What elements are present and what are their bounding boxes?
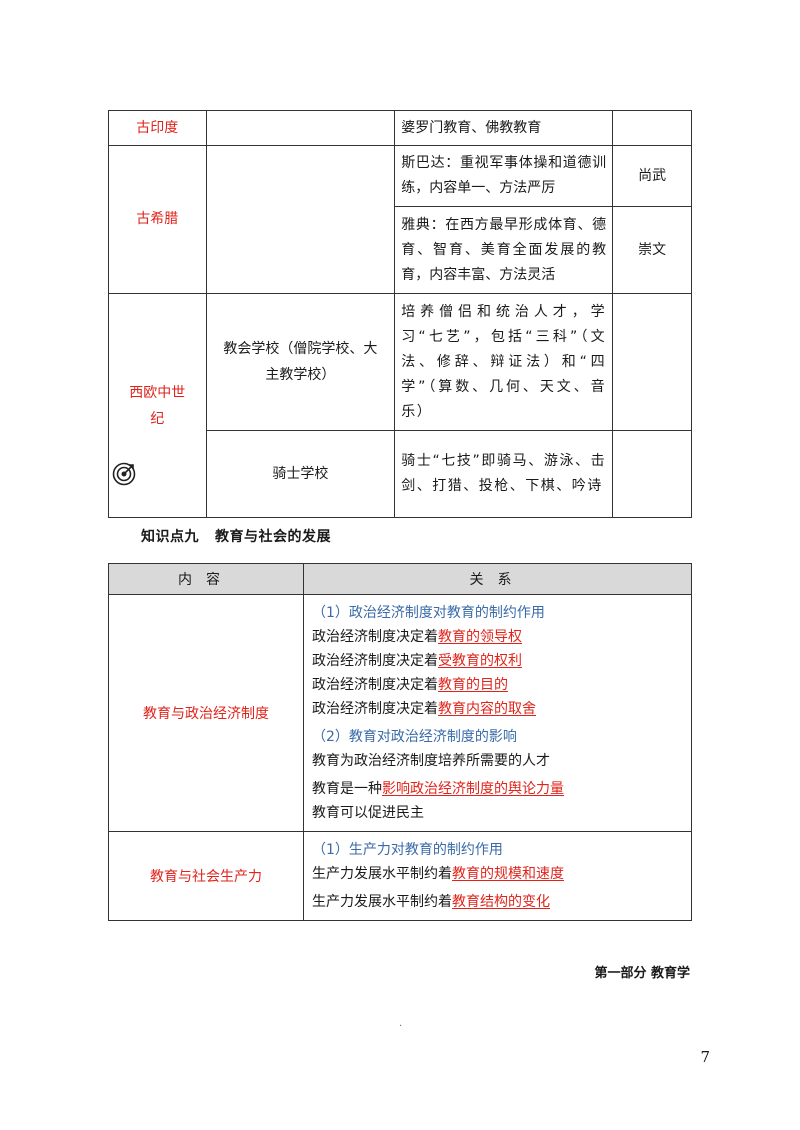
line-prefix: 教育可以促进民主 bbox=[312, 805, 424, 821]
key-point: 影响政治经济制度的舆论力量 bbox=[382, 781, 564, 797]
section-label: 知识点九 bbox=[141, 529, 199, 545]
subtitle: （1）政治经济制度对教育的制约作用 bbox=[312, 605, 545, 621]
feature-cell bbox=[612, 110, 692, 146]
table-row: 古印度 婆罗门教育、佛教教育 bbox=[108, 110, 692, 146]
section-heading: 知识点九教育与社会的发展 bbox=[141, 526, 331, 546]
line-prefix: 生产力发展水平制约着 bbox=[312, 866, 452, 882]
topic-cell: 教育与社会生产力 bbox=[108, 831, 304, 921]
content-cell: 斯巴达：重视军事体操和道德训练，内容单一、方法严厉 bbox=[394, 145, 614, 207]
relation-line: 生产力发展水平制约着教育的规模和速度 bbox=[312, 862, 683, 886]
education-history-table: 古印度 婆罗门教育、佛教教育 古希腊 斯巴达：重视军事体操和道德训练，内容单一、… bbox=[108, 110, 692, 518]
content-cell: 培养僧侣和统治人才，学习“七艺”，包括“三科”（文法、修辞、辩证法）和“四学”（… bbox=[394, 293, 614, 431]
feature-cell bbox=[612, 430, 692, 518]
line-prefix: 生产力发展水平制约着 bbox=[312, 894, 452, 910]
header-relation: 关系 bbox=[303, 563, 692, 595]
relation-cell: （1）政治经济制度对教育的制约作用 政治经济制度决定着教育的领导权 政治经济制度… bbox=[303, 594, 692, 832]
content-cell: 骑士“七技”即骑马、游泳、击剑、打猎、投枪、下棋、吟诗 bbox=[394, 430, 614, 518]
table-header-row: 内容 关系 bbox=[108, 563, 692, 595]
section-title: 教育与社会的发展 bbox=[215, 529, 331, 545]
subtitle: （2）教育对政治经济制度的影响 bbox=[312, 729, 517, 745]
region-cell: 古印度 bbox=[108, 110, 207, 146]
table-row: 古希腊 斯巴达：重视军事体操和道德训练，内容单一、方法严厉 尚武 bbox=[108, 145, 692, 294]
line-prefix: 教育是一种 bbox=[312, 781, 382, 797]
education-society-table: 内容 关系 教育与政治经济制度 （1）政治经济制度对教育的制约作用 政治经济制度… bbox=[108, 563, 692, 921]
key-point: 受教育的权利 bbox=[438, 653, 522, 669]
key-point: 教育结构的变化 bbox=[452, 894, 550, 910]
page-number: 7 bbox=[700, 1048, 710, 1066]
line-prefix: 政治经济制度决定着 bbox=[312, 677, 438, 693]
school-cell: 骑士学校 bbox=[205, 430, 396, 518]
content-cell: 婆罗门教育、佛教教育 bbox=[394, 110, 614, 146]
table-row: 教育与政治经济制度 （1）政治经济制度对教育的制约作用 政治经济制度决定着教育的… bbox=[108, 594, 692, 832]
relation-line: 政治经济制度决定着教育的目的 bbox=[312, 673, 683, 697]
school-cell bbox=[205, 145, 396, 294]
line-prefix: 政治经济制度决定着 bbox=[312, 629, 438, 645]
key-point: 教育内容的取舍 bbox=[438, 701, 536, 717]
school-cell: 教会学校（僧院学校、大主教学校） bbox=[205, 293, 396, 431]
table-row: 骑士学校 骑士“七技”即骑马、游泳、击剑、打猎、投枪、下棋、吟诗 bbox=[109, 430, 692, 518]
relation-line: 生产力发展水平制约着教育结构的变化 bbox=[312, 890, 683, 914]
relation-cell: （1）生产力对教育的制约作用 生产力发展水平制约着教育的规模和速度 生产力发展水… bbox=[303, 831, 692, 921]
school-cell bbox=[205, 110, 396, 146]
relation-line: 政治经济制度决定着受教育的权利 bbox=[312, 649, 683, 673]
feature-cell: 尚武 bbox=[612, 145, 692, 207]
region-cell: 古希腊 bbox=[108, 145, 207, 294]
table-row: 西欧中世纪 教会学校（僧院学校、大主教学校） 培养僧侣和统治人才，学习“七艺”，… bbox=[108, 293, 692, 518]
table-row: 雅典：在西方最早形成体育、德育、智育、美育全面发展的教育，内容丰富、方法灵活 崇… bbox=[109, 206, 692, 294]
target-icon bbox=[112, 462, 136, 486]
feature-cell bbox=[612, 293, 692, 431]
header-content: 内容 bbox=[108, 563, 304, 595]
feature-cell: 崇文 bbox=[612, 206, 692, 294]
key-point: 教育的领导权 bbox=[438, 629, 522, 645]
subtitle: （1）生产力对教育的制约作用 bbox=[312, 842, 503, 858]
relation-line: 政治经济制度决定着教育内容的取舍 bbox=[312, 697, 683, 721]
footer-part-label: 第一部分 教育学 bbox=[594, 966, 690, 981]
line-prefix: 政治经济制度决定着 bbox=[312, 701, 438, 717]
relation-line: 教育为政治经济制度培养所需要的人才 bbox=[312, 749, 683, 773]
center-dot: . bbox=[399, 1018, 403, 1029]
line-prefix: 教育为政治经济制度培养所需要的人才 bbox=[312, 753, 550, 769]
relation-line: 教育可以促进民主 bbox=[312, 801, 683, 825]
topic-cell: 教育与政治经济制度 bbox=[108, 594, 304, 832]
key-point: 教育的规模和速度 bbox=[452, 866, 564, 882]
content-cell: 雅典：在西方最早形成体育、德育、智育、美育全面发展的教育，内容丰富、方法灵活 bbox=[394, 206, 614, 294]
key-point: 教育的目的 bbox=[438, 677, 508, 693]
table-row: 教育与社会生产力 （1）生产力对教育的制约作用 生产力发展水平制约着教育的规模和… bbox=[108, 831, 692, 921]
line-prefix: 政治经济制度决定着 bbox=[312, 653, 438, 669]
relation-line: 教育是一种影响政治经济制度的舆论力量 bbox=[312, 777, 683, 801]
relation-line: 政治经济制度决定着教育的领导权 bbox=[312, 625, 683, 649]
